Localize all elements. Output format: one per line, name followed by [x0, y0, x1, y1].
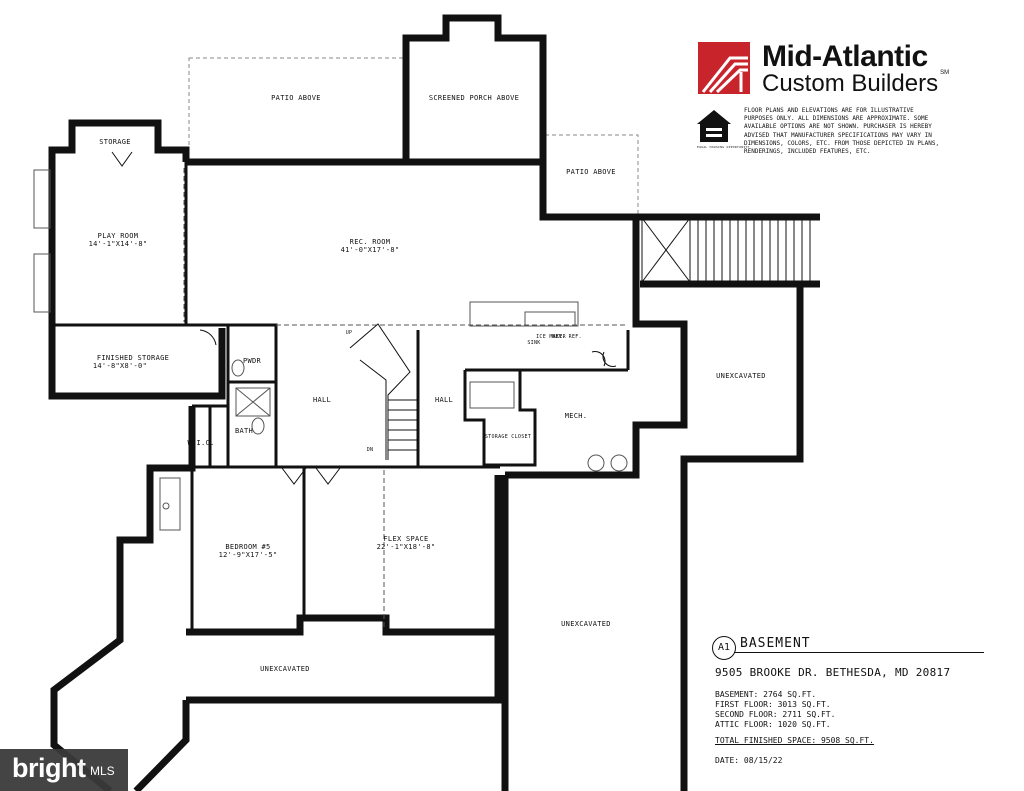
exterior-walls — [48, 14, 820, 791]
plan-date: DATE: 08/15/22 — [715, 756, 783, 765]
label-mech: MECH. — [564, 412, 588, 420]
mls-watermark-word: bright — [12, 753, 86, 783]
label-pwdr: PWDR — [242, 357, 262, 365]
label-flex-space-dim: 22'-1"x18'-8" — [376, 543, 436, 551]
label-ice-maker: ICE MAKER — [536, 334, 566, 340]
equal-housing-icon — [697, 110, 731, 142]
label-bedroom-dim: 12'-9"x17'-5" — [218, 551, 278, 559]
total-finished-space: TOTAL FINISHED SPACE: 9508 SQ.FT. — [715, 736, 874, 745]
label-bedroom: BEDROOM #5 — [225, 543, 271, 551]
label-patio-above-2: PATIO ABOVE — [566, 168, 616, 176]
label-unexcavated-center: UNEXCAVATED — [561, 620, 611, 628]
label-play-room-dim: 14'-1"x14'-8" — [88, 240, 148, 248]
label-flex-space: FLEX SPACE — [383, 535, 429, 543]
label-finished-storage: FINISHED STORAGE — [96, 354, 170, 362]
stairs — [349, 217, 811, 460]
label-storage: STORAGE — [99, 138, 131, 146]
label-rec-room: REC. ROOM — [349, 238, 391, 246]
label-dn: DN — [366, 447, 374, 453]
interior-walls — [52, 162, 630, 632]
label-rec-room-dim: 41'-0"x17'-8" — [340, 246, 400, 254]
area-first-floor: FIRST FLOOR: 3013 SQ.FT. — [715, 700, 831, 709]
mls-watermark-suffix: MLS — [90, 764, 115, 778]
property-address: 9505 BROOKE DR. BETHESDA, MD 20817 — [715, 666, 951, 679]
equal-housing-label: EQUAL HOUSING OPPORTUNITY — [697, 145, 750, 149]
brand-name-line2-text: Custom Builders — [762, 70, 939, 97]
label-wic: W.I.C. — [187, 439, 215, 447]
above-outlines — [188, 57, 639, 216]
label-play-room: PLAY ROOM — [97, 232, 139, 240]
label-storage-closet: STORAGE CLOSET — [484, 434, 532, 440]
floor-title: BASEMENT — [740, 636, 811, 651]
label-unexcavated-bottom: UNEXCAVATED — [260, 665, 310, 673]
area-attic-floor: ATTIC FLOOR: 1020 SQ.FT. — [715, 720, 831, 729]
label-finished-storage-dim: 14'-8"x8'-0" — [92, 362, 148, 370]
service-mark: SM — [940, 70, 950, 76]
label-bath: BATH — [234, 427, 254, 435]
mls-watermark: bright MLS — [0, 749, 128, 791]
label-hall-2: HALL — [434, 396, 454, 404]
label-patio-above-1: PATIO ABOVE — [271, 94, 321, 102]
label-sink: SINK — [527, 340, 541, 346]
area-basement: BASEMENT: 2764 SQ.FT. — [715, 690, 817, 699]
brand-name-line1: Mid-Atlantic — [762, 40, 928, 73]
fixtures — [33, 168, 628, 630]
area-second-floor: SECOND FLOOR: 2711 SQ.FT. — [715, 710, 836, 719]
disclaimer: FLOOR PLANS AND ELEVATIONS ARE FOR ILLUS… — [744, 107, 940, 156]
label-up: UP — [345, 330, 353, 336]
label-screened-porch: SCREENED PORCH ABOVE — [428, 94, 520, 102]
logo-mark-art — [698, 42, 750, 94]
label-unexcavated-right: UNEXCAVATED — [716, 372, 766, 380]
label-bev-ref: BEV. REF. — [552, 334, 582, 340]
label-hall-1: HALL — [312, 396, 332, 404]
doors — [111, 151, 617, 485]
title-underline — [734, 652, 984, 653]
sheet-number: A1 — [712, 636, 736, 660]
